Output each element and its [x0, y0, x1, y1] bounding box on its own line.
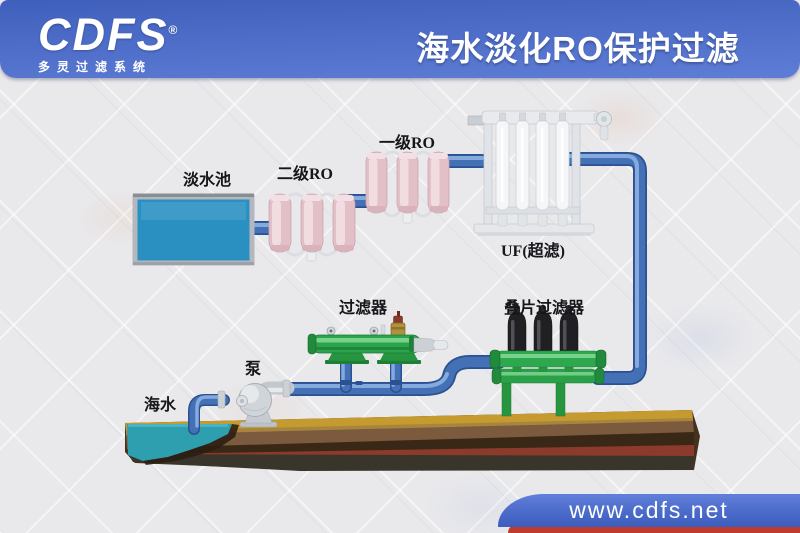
label-first-stage-ro: 一级RO [378, 135, 435, 152]
fresh-water-tank [132, 193, 255, 266]
ro-vessel [300, 193, 324, 253]
registered-trademark-icon: ® [168, 23, 180, 37]
brass-valve [390, 311, 406, 337]
banner-red-strip [508, 524, 800, 533]
pipe-collar [355, 381, 363, 385]
disc-cartridges [507, 305, 579, 357]
logo-tagline: 多灵过滤系统 [38, 60, 153, 74]
second-stage-ro-vessels [268, 192, 356, 262]
pump [217, 379, 295, 428]
logo-brand-text: CDFS® [38, 9, 180, 60]
uf-unit [467, 110, 612, 236]
page-title: 海水淡化RO保护过滤 [416, 30, 740, 67]
header-bar: CDFS® 多灵过滤系统 海水淡化RO保护过滤 [0, 0, 800, 78]
first-stage-ro-vessels [365, 150, 450, 224]
label-seawater: 海水 [143, 397, 176, 414]
seawater-body [127, 424, 239, 465]
ground [125, 410, 700, 471]
cdfs-logo: CDFS® 多灵过滤系统 [38, 8, 179, 75]
label-uf-unit: UF(超滤) [501, 243, 565, 260]
inline-filter [307, 311, 449, 364]
pipe-collar [340, 380, 352, 385]
uf-membrane-tubes [495, 112, 570, 211]
label-inline-filter: 过滤器 [338, 300, 387, 317]
ro-vessel [365, 151, 388, 214]
disc-filter [489, 305, 607, 417]
label-pump: 泵 [244, 361, 261, 378]
website-url: www.cdfs.net [569, 497, 729, 523]
label-fresh-water-pool: 淡水池 [182, 172, 231, 189]
label-disc-filter: 叠片过滤器 [503, 300, 584, 317]
pipes [188, 152, 647, 435]
website-banner: www.cdfs.net [498, 494, 800, 527]
ro-vessel [268, 193, 292, 253]
ro-vessel [396, 151, 419, 214]
pipe-collar [390, 380, 402, 385]
ro-vessel [427, 151, 450, 214]
label-second-stage-ro: 二级RO [276, 166, 333, 183]
ro-vessel [332, 193, 356, 253]
